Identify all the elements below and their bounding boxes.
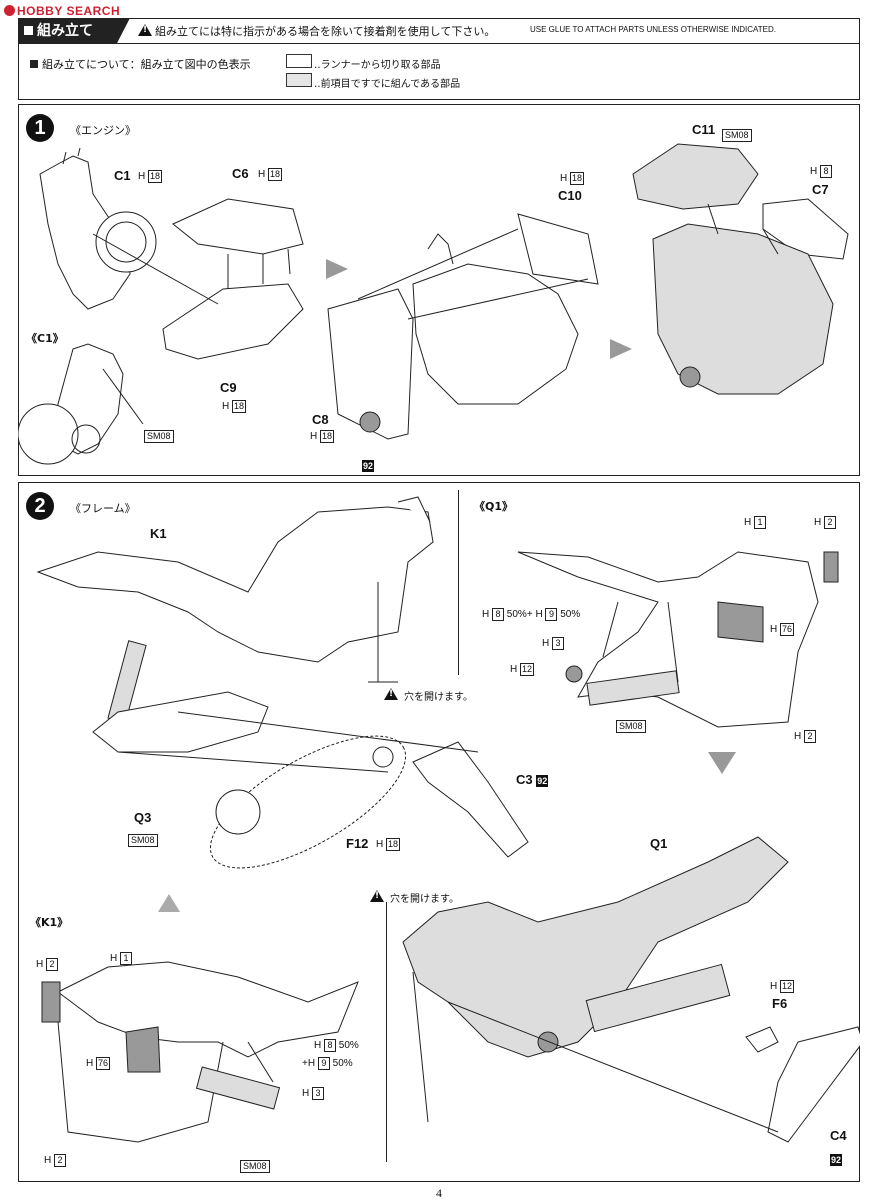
section-title: 組み立て <box>18 18 130 44</box>
legend-title: 組み立てについて：組み立て図中の色表示 <box>30 56 251 72</box>
q1-paint-h3: H 3 <box>542 637 565 650</box>
step1-c1-detail-title: 《C1》 <box>26 332 64 345</box>
step1-number: 1 <box>26 114 54 142</box>
engine-assembly-drawing <box>18 143 849 465</box>
label-f6: F6 <box>772 996 788 1011</box>
label-c11: C11 <box>692 122 716 137</box>
q1-paint-h2b: H 2 <box>794 730 817 743</box>
site-logo: HOBBY SEARCH <box>4 4 120 18</box>
legend-swatch-runner <box>286 54 312 68</box>
paint-c7: H 8 <box>810 165 833 178</box>
label-c1: C1 <box>114 168 131 183</box>
warning-icon <box>370 890 384 902</box>
label-c9: C9 <box>220 380 237 395</box>
k1-paint-h76: H 76 <box>86 1057 111 1070</box>
part-k1-drawing <box>36 506 434 663</box>
arrow-right-icon <box>326 259 348 279</box>
label-c10: C10 <box>558 188 582 203</box>
k1-paint-h1: H 1 <box>110 952 133 965</box>
part-c8-drawing <box>327 288 414 440</box>
k1-detail-drawing <box>41 961 359 1143</box>
logo-mark-icon <box>4 5 15 16</box>
q1-paint-h2: H 2 <box>814 516 837 529</box>
paint-f6: H 12 <box>770 980 795 993</box>
decal-c4: 92 <box>830 1154 843 1166</box>
legend-panel <box>18 44 860 100</box>
q1-paint-h76: H 76 <box>770 623 795 636</box>
q1-detail-drawing <box>517 551 839 728</box>
step2-panel <box>18 482 860 1182</box>
square-bullet-icon <box>24 26 33 35</box>
warning-icon <box>138 24 152 36</box>
legend-swatch-assembled <box>286 73 312 87</box>
drill-note-2: 穴を開けます。 <box>390 894 459 905</box>
part-f6-drawing <box>745 1026 779 1053</box>
part-c4-drawing <box>767 1026 860 1143</box>
part-c9-drawing <box>162 283 304 360</box>
label-c4: C4 <box>830 1128 847 1143</box>
k1-paint-h2b: H 2 <box>44 1154 67 1167</box>
paint-c1-detail: SM08 <box>144 424 174 443</box>
label-q1: Q1 <box>650 836 668 851</box>
part-q3-drawing <box>92 691 269 753</box>
legend-item-runner: ‥ランナーから切り取る部品 <box>314 60 441 71</box>
paint-c1: H 18 <box>138 170 163 183</box>
step2-title: 《フレーム》 <box>70 502 136 515</box>
q1-paint-h12: H 12 <box>510 663 535 676</box>
k1-paint-mix-b: +H 9 50% <box>302 1057 353 1070</box>
glue-note-en: USE GLUE TO ATTACH PARTS UNLESS OTHERWIS… <box>530 25 776 34</box>
drill-note: 穴を開けます。 <box>404 692 473 703</box>
legend-item-assembled: ‥前項目ですでに組んである部品 <box>314 79 461 90</box>
paint-c9: H 18 <box>222 400 247 413</box>
label-c8: C8 <box>312 412 329 427</box>
glue-note-jp: 組み立てには特に指示がある場合を除いて接着剤を使用して下さい。 <box>155 25 496 38</box>
assembled-engine-drawing <box>652 223 834 395</box>
part-c3-drawing <box>412 741 529 858</box>
paint-c10: H 18 <box>560 172 585 185</box>
part-engine-block-drawing <box>412 263 579 405</box>
part-c10-drawing <box>517 213 599 285</box>
k1-paint-h3: H 3 <box>302 1087 325 1100</box>
frame-assembly-drawing <box>36 496 860 1143</box>
step2-number: 2 <box>26 492 54 520</box>
q1-paint-mix: H 8 50%+ H 9 50% <box>482 608 581 621</box>
part-c11-drawing <box>632 143 759 210</box>
q1-paint-sm08: SM08 <box>616 714 646 733</box>
paint-c6: H 18 <box>258 168 283 181</box>
k1-paint-sm08: SM08 <box>240 1154 270 1173</box>
k1-paint-mix-a: H 8 50% <box>314 1039 359 1052</box>
arrow-up-icon <box>158 894 180 912</box>
step2-q1-detail-title: 《Q1》 <box>474 500 514 513</box>
warning-icon <box>384 688 398 700</box>
part-c6-drawing <box>172 198 304 255</box>
label-c3: C3 92 <box>516 772 549 787</box>
part-f12-chain-drawing <box>209 735 407 869</box>
step1-title: 《エンジン》 <box>70 124 136 137</box>
divider <box>458 490 459 675</box>
label-c7: C7 <box>812 182 829 197</box>
arrow-right-icon <box>610 339 632 359</box>
label-k1: K1 <box>150 526 167 541</box>
k1-paint-h2: H 2 <box>36 958 59 971</box>
paint-q3: SM08 <box>128 828 158 847</box>
label-q3: Q3 <box>134 810 152 825</box>
square-bullet-icon <box>30 60 38 68</box>
paint-f12: H 18 <box>376 838 401 851</box>
step2-k1-detail-title: 《K1》 <box>30 916 69 929</box>
assembled-frame-drawing <box>402 836 789 1058</box>
page-number: 4 <box>436 1186 442 1200</box>
part-c1-detail-drawing <box>18 343 144 465</box>
q1-paint-h1: H 1 <box>744 516 767 529</box>
paint-c8: H 18 <box>310 430 335 443</box>
paint-c11: SM08 <box>722 123 752 142</box>
part-c1-drawing <box>39 147 157 310</box>
arrow-down-icon <box>708 752 736 774</box>
step1-panel <box>18 104 860 476</box>
label-c6: C6 <box>232 166 249 181</box>
decal-c8: 92 <box>362 460 375 472</box>
label-f12: F12 <box>346 836 369 851</box>
divider <box>386 902 387 1162</box>
